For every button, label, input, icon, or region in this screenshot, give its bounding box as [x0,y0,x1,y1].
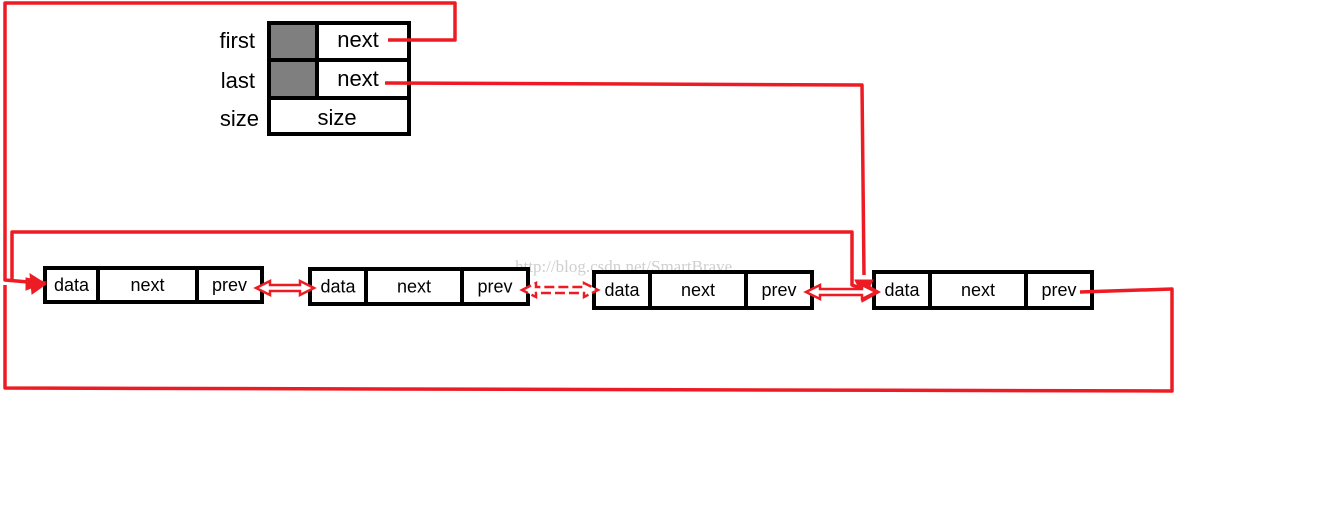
last-label: last [221,68,255,93]
node-box [308,267,530,306]
list-node: data next prev [43,266,264,304]
last-pointer-line [384,81,866,276]
node-prev-field: prev [212,275,247,295]
size-field: size [317,105,356,130]
arrowhead-icon [25,277,48,291]
node-prev-field: prev [477,277,512,297]
node-data-field: data [320,277,356,297]
node-next-field: next [130,275,164,295]
node-box [872,270,1094,310]
first-label: first [220,28,255,53]
last-next-field: next [337,66,379,91]
loop-top-line [10,230,867,292]
list-node: data next prev [872,270,1094,310]
first-pointer-line [3,1,457,285]
last-pointer-cell [271,62,316,96]
double-arrow-2-3 [519,280,601,300]
node-prev-field: prev [1041,280,1076,300]
node-next-field: next [961,280,995,300]
double-arrow-1-2 [253,278,317,298]
node-next-field: next [397,277,431,297]
first-next-field: next [337,27,379,52]
node-data-field: data [54,275,90,295]
list-node: data next prev [592,270,814,310]
pointer-arrows [3,1,1174,393]
double-arrow-3-4 [803,282,879,302]
list-header-struct: first last size next next size [220,21,411,136]
node-data-field: data [884,280,920,300]
node-next-field: next [681,280,715,300]
list-node: data next prev [308,267,530,306]
first-pointer-cell [271,25,316,59]
size-label: size [220,106,259,131]
node-data-field: data [604,280,640,300]
node-prev-field: prev [761,280,796,300]
tail-prev-line [3,285,1174,393]
